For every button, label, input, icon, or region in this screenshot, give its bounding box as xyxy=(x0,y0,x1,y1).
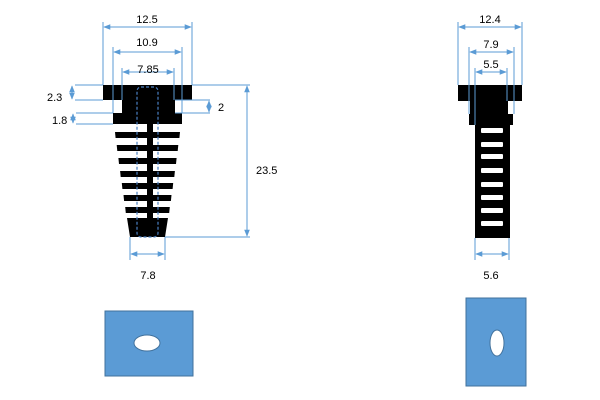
dim-second-flange-width: 7.9 xyxy=(483,39,498,51)
fin xyxy=(125,207,170,213)
slot xyxy=(481,168,503,173)
slot xyxy=(481,142,503,147)
internal-cavity-outline xyxy=(136,86,159,238)
dim-bottom-width: 7.8 xyxy=(140,270,155,282)
dim-top-flange-height: 2.3 xyxy=(47,92,62,104)
dim-neck-width: 7.85 xyxy=(137,64,158,76)
fin xyxy=(118,158,177,164)
dim-overall-height: 23.5 xyxy=(256,165,277,177)
dim-top-flange-width: 12.4 xyxy=(479,14,500,26)
left-dimensions: 12.5 10.9 7.85 2.3 1.8 2 23.5 7.8 xyxy=(47,14,277,282)
slot xyxy=(481,221,503,226)
dim-top-flange-width: 12.5 xyxy=(136,14,157,26)
fins xyxy=(115,132,180,213)
dim-neck-height: 2 xyxy=(218,102,224,114)
slot xyxy=(481,182,503,187)
dim-bottom-width: 5.6 xyxy=(483,270,498,282)
fin xyxy=(115,132,180,138)
slots xyxy=(481,128,503,226)
dim-neck-width: 5.5 xyxy=(483,59,498,71)
right-dimensions: 12.4 7.9 5.5 5.6 xyxy=(457,14,523,282)
left-part xyxy=(103,85,192,238)
oval-hole-vertical xyxy=(489,329,505,357)
fin xyxy=(123,195,172,201)
dim-second-flange-height: 1.8 xyxy=(52,115,67,127)
oval-hole-horizontal xyxy=(133,334,161,352)
slot xyxy=(481,128,503,133)
fin xyxy=(120,171,175,177)
dim-second-flange-width: 10.9 xyxy=(136,37,157,49)
slot xyxy=(481,195,503,200)
left-mounting-plate xyxy=(104,310,194,377)
fin xyxy=(121,183,174,189)
fin xyxy=(116,145,179,151)
right-part xyxy=(458,85,522,238)
right-mounting-plate xyxy=(465,297,527,387)
slot xyxy=(481,208,503,213)
slot xyxy=(481,154,503,159)
